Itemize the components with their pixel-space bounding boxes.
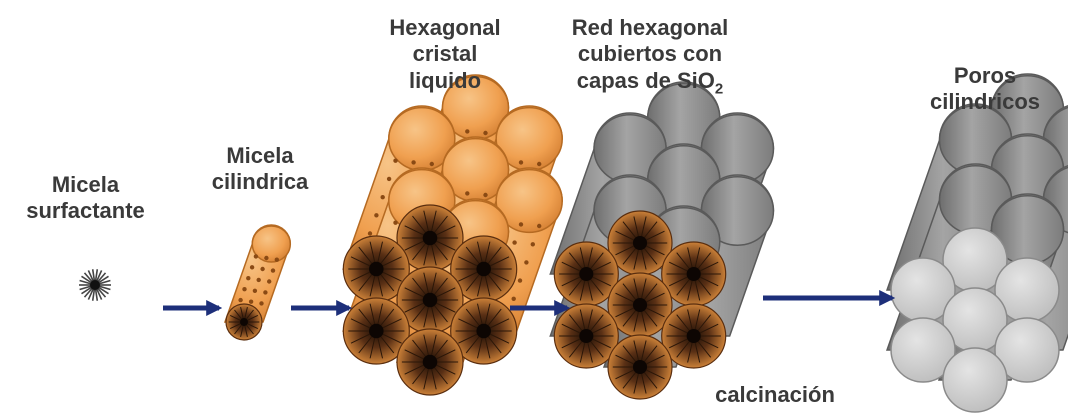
label-line: Micela	[8, 172, 163, 198]
label-line: Poros	[905, 63, 1065, 89]
head-group-dot	[393, 159, 397, 163]
micelle-core	[633, 236, 647, 250]
head-group-dot	[519, 160, 523, 164]
label-line: Red hexagonal	[550, 15, 750, 41]
label-micela-cilindrica: Micela cilindrica	[190, 143, 330, 196]
label-line: liquido	[350, 68, 540, 94]
label-line: surfactante	[8, 198, 163, 224]
micelle-core	[423, 355, 438, 370]
label-prefix: capas de SiO	[577, 68, 715, 93]
micelle-core	[687, 267, 701, 281]
head-group-dot	[264, 256, 268, 260]
head-group-dot	[512, 240, 516, 244]
micelle-core	[240, 318, 248, 326]
micelle-core	[476, 262, 491, 277]
head-group-dot	[238, 298, 242, 302]
label-micela-surfactante: Micela surfactante	[8, 172, 163, 225]
head-group-dot	[537, 224, 541, 228]
cylindrical-micelle	[225, 225, 290, 340]
micelle-core	[423, 293, 438, 308]
head-group-dot	[368, 231, 372, 235]
head-group-dot	[242, 287, 246, 291]
head-group-dot	[249, 300, 253, 304]
micelle-core	[369, 262, 384, 277]
head-group-dot	[267, 279, 271, 283]
head-group-dot	[430, 162, 434, 166]
label-red-hexagonal: Red hexagonal cubiertos con capas de SiO…	[550, 15, 750, 98]
head-group-dot	[387, 177, 391, 181]
label-calcinacion: calcinación	[700, 382, 850, 408]
head-group-dot	[518, 278, 522, 282]
micelle-core	[687, 329, 701, 343]
label-line: cubiertos con	[550, 41, 750, 67]
micelle-core	[579, 329, 593, 343]
label-hexagonal-cristal-liquido: Hexagonal cristal liquido	[350, 15, 540, 94]
cylindrical-pores-bundle	[887, 74, 1068, 412]
head-group-dot	[250, 265, 254, 269]
pore-opening	[943, 348, 1007, 412]
head-group-dot	[253, 289, 257, 293]
head-group-dot	[483, 131, 487, 135]
head-group-dot	[381, 195, 385, 199]
liquid-crystal-bundle	[343, 75, 562, 395]
head-group-dot	[275, 258, 279, 262]
label-line: cristal	[350, 41, 540, 67]
head-group-dot	[537, 162, 541, 166]
micelle-core	[423, 231, 438, 246]
label-line-sio2: capas de SiO2	[550, 68, 750, 98]
head-group-dot	[393, 221, 397, 225]
micelle-core	[476, 324, 491, 339]
label-poros-cilindricos: Poros cilindricos	[905, 63, 1065, 116]
surfactant-micelle	[79, 269, 111, 301]
silica-coated-bundle	[550, 82, 773, 399]
head-group-dot	[254, 254, 258, 258]
label-line: Micela	[190, 143, 330, 169]
head-group-dot	[519, 222, 523, 226]
head-group-dot	[374, 213, 378, 217]
head-group-dot	[483, 193, 487, 197]
head-group-dot	[260, 267, 264, 271]
head-group-dot	[246, 276, 250, 280]
label-subscript: 2	[715, 80, 723, 97]
micelle-core	[579, 267, 593, 281]
head-group-dot	[411, 160, 415, 164]
micelle-core	[633, 360, 647, 374]
head-group-dot	[465, 191, 469, 195]
head-group-dot	[524, 260, 528, 264]
head-group-dot	[465, 129, 469, 133]
label-line: Hexagonal	[350, 15, 540, 41]
head-group-dot	[259, 301, 263, 305]
label-line: cilindricos	[905, 89, 1065, 115]
head-group-dot	[257, 278, 261, 282]
micelle-core	[90, 280, 100, 290]
head-group-dot	[263, 290, 267, 294]
label-line: cilindrica	[190, 169, 330, 195]
head-group-dot	[512, 297, 516, 301]
head-group-dot	[531, 242, 535, 246]
head-group-dot	[271, 268, 275, 272]
micelle-core	[369, 324, 384, 339]
micelle-core	[633, 298, 647, 312]
